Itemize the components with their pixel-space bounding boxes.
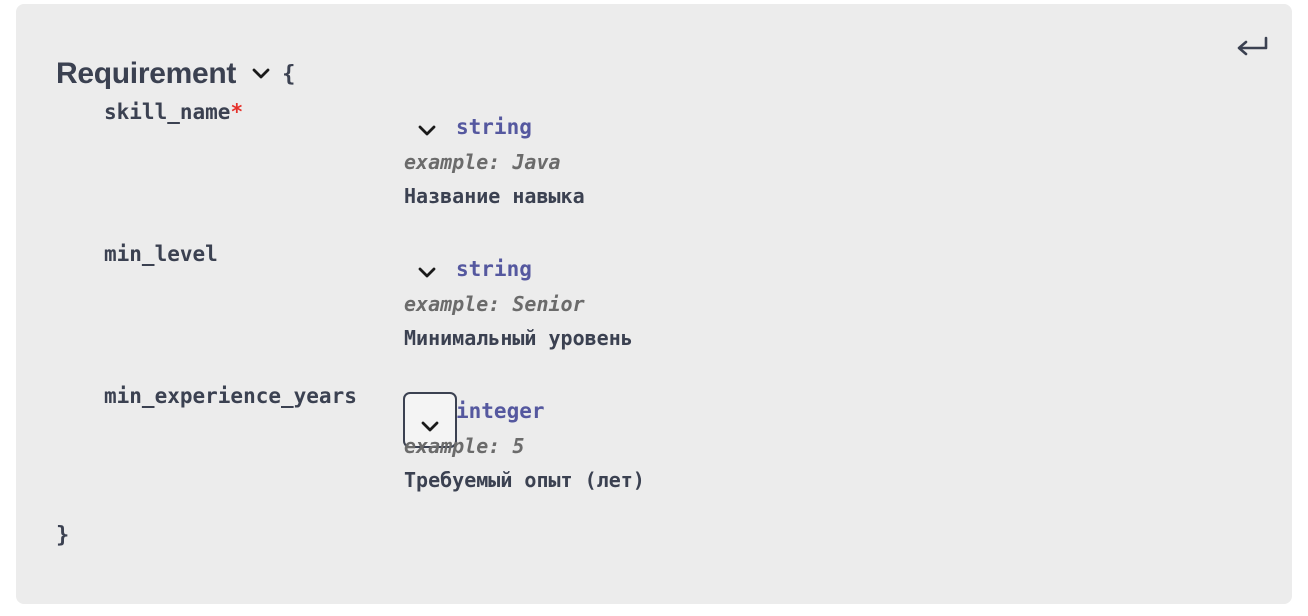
open-brace: { (282, 61, 296, 87)
chevron-down-icon (418, 125, 436, 136)
model-header: Requirement { (56, 54, 295, 94)
model-panel: Requirement { skill_name* string example… (16, 4, 1292, 604)
return-arrow-icon[interactable] (1234, 32, 1270, 60)
property-name: min_experience_years (104, 384, 357, 408)
property-description: Минимальный уровень (404, 326, 633, 350)
property-type: string (456, 115, 532, 139)
property-example: example: Java (404, 150, 561, 174)
chevron-down-icon (418, 267, 436, 278)
property-expand-button[interactable] (408, 112, 446, 150)
property-expand-button[interactable] (408, 254, 446, 292)
property-example: example: 5 (404, 434, 525, 458)
required-marker: * (230, 100, 244, 124)
model-title[interactable]: Requirement (56, 57, 237, 90)
chevron-down-icon (252, 68, 270, 79)
property-expand-button[interactable] (403, 392, 457, 448)
property-type: integer (456, 399, 545, 423)
chevron-down-icon (421, 421, 439, 432)
model-collapse-button[interactable] (248, 61, 274, 87)
property-description: Требуемый опыт (лет) (404, 468, 645, 492)
close-brace: } (56, 523, 70, 548)
property-type: string (456, 257, 532, 281)
property-name: min_level (104, 242, 218, 266)
property-description: Название навыка (404, 184, 585, 208)
property-name: skill_name* (104, 100, 244, 124)
property-example: example: Senior (404, 292, 585, 316)
